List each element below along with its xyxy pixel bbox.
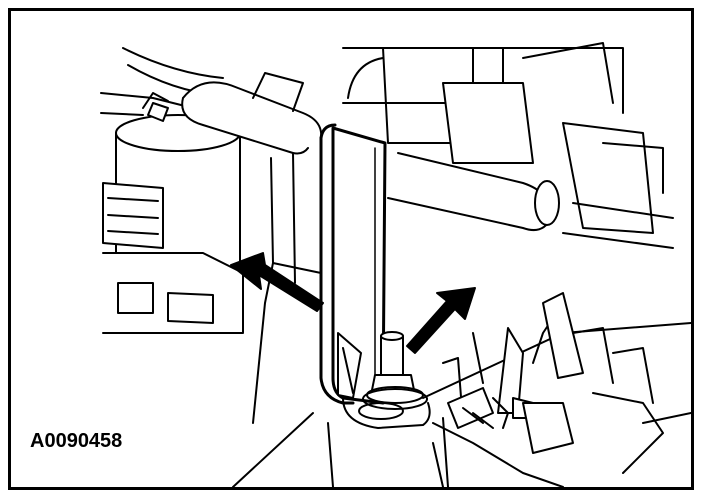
base-mount bbox=[232, 397, 449, 487]
figure-number: A0090458 bbox=[30, 430, 123, 452]
background-housing-top bbox=[342, 42, 674, 249]
callout-arrow-left bbox=[230, 252, 324, 312]
mounting-strap bbox=[319, 123, 387, 405]
center-pillar bbox=[252, 157, 274, 424]
left-mount-block bbox=[102, 182, 244, 334]
illustration-frame bbox=[8, 8, 694, 490]
vacuum-hose bbox=[142, 72, 560, 231]
callout-arrow-right bbox=[406, 287, 476, 354]
mechanical-illustration bbox=[100, 42, 691, 487]
right-housing bbox=[422, 292, 691, 487]
retaining-bolt bbox=[362, 331, 428, 410]
